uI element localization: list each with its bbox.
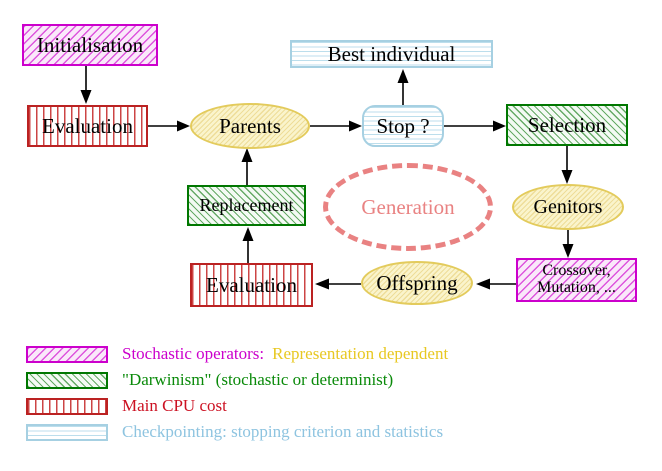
legend-label-cpu-cost: Main CPU cost [122, 396, 227, 415]
node-initialisation-label: Initialisation [36, 32, 144, 57]
legend-swatch-red-lines [26, 397, 108, 415]
arrow-evaluation-to-replacement [242, 227, 254, 263]
node-selection-label: Selection [527, 112, 607, 137]
node-best-individual: Best individual [290, 40, 493, 68]
node-selection: Selection [506, 104, 628, 146]
node-crossover-line1: Crossover, [542, 262, 611, 280]
legend-label-checkpointing: Checkpointing: stopping criterion and st… [122, 422, 444, 441]
node-crossover-mutation: Crossover, Mutation, ... [516, 258, 637, 302]
legend-row-checkpointing: Checkpointing: stopping criterion and st… [26, 422, 443, 442]
arrow-evaluation-to-parents [148, 120, 190, 132]
legend-row-darwinism: "Darwinism" (stochastic or determinist) [26, 370, 393, 390]
node-replacement: Replacement [187, 185, 306, 226]
node-genitors-label: Genitors [533, 195, 603, 218]
legend-row-cpu-cost: Main CPU cost [26, 396, 227, 416]
arrow-offspring-to-evaluation [315, 278, 361, 290]
node-offspring-label: Offspring [376, 270, 458, 295]
node-best-individual-label: Best individual [327, 41, 456, 66]
arrow-initialisation-to-evaluation [80, 66, 92, 104]
node-replacement-label: Replacement [199, 195, 294, 216]
legend-label-darwinism: "Darwinism" (stochastic or determinist) [122, 370, 394, 389]
node-evaluation-bottom-label: Evaluation [206, 272, 297, 297]
node-genitors: Genitors [512, 184, 624, 230]
node-offspring: Offspring [361, 261, 473, 305]
node-initialisation: Initialisation [22, 24, 158, 66]
node-evaluation-bottom: Evaluation [190, 263, 313, 307]
node-crossover-line2: Mutation, ... [537, 279, 616, 296]
node-generation-loop: Generation [323, 163, 493, 251]
legend-swatch-magenta-hatch [26, 345, 108, 363]
arrow-selection-to-genitors [561, 146, 573, 184]
arrow-stop-to-selection [444, 120, 506, 132]
legend-swatch-green-hatch [26, 371, 108, 389]
node-stop: Stop ? [362, 105, 444, 147]
arrow-replacement-to-parents [241, 148, 253, 185]
node-generation-label: Generation [361, 194, 455, 219]
legend-row-stochastic-operators: Stochastic operators: Representation dep… [26, 344, 448, 364]
node-stop-label: Stop ? [376, 113, 430, 138]
node-evaluation-top: Evaluation [27, 105, 148, 147]
arrow-genitors-to-crossover [562, 230, 574, 258]
arrow-stop-to-best-individual [397, 69, 409, 105]
legend-label-stochastic-operators: Stochastic operators: [122, 344, 265, 363]
arrow-parents-to-stop [310, 120, 362, 132]
legend-swatch-cyan-lines [26, 423, 108, 441]
node-evaluation-top-label: Evaluation [42, 113, 133, 138]
arrow-crossover-to-offspring [476, 278, 516, 290]
legend-label-representation-dependent: Representation dependent [272, 344, 449, 363]
node-parents-label: Parents [219, 113, 281, 138]
node-parents: Parents [190, 103, 310, 149]
